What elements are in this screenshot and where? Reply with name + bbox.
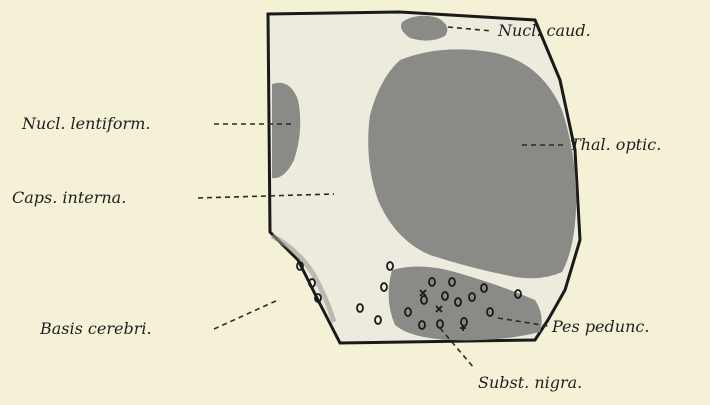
label-nucl-caud: Nucl. caud. xyxy=(497,21,591,40)
label-thal-optic: Thal. optic. xyxy=(570,135,661,154)
label-basis-cerebri: Basis cerebri. xyxy=(39,319,152,338)
label-caps-interna: Caps. interna. xyxy=(12,188,126,207)
label-nucl-lentiform: Nucl. lentiform. xyxy=(21,114,150,133)
label-subst-nigra: Subst. nigra. xyxy=(478,373,582,392)
label-pes-pedunc: Pes pedunc. xyxy=(551,317,649,336)
leader-basis-cerebri xyxy=(214,300,278,329)
